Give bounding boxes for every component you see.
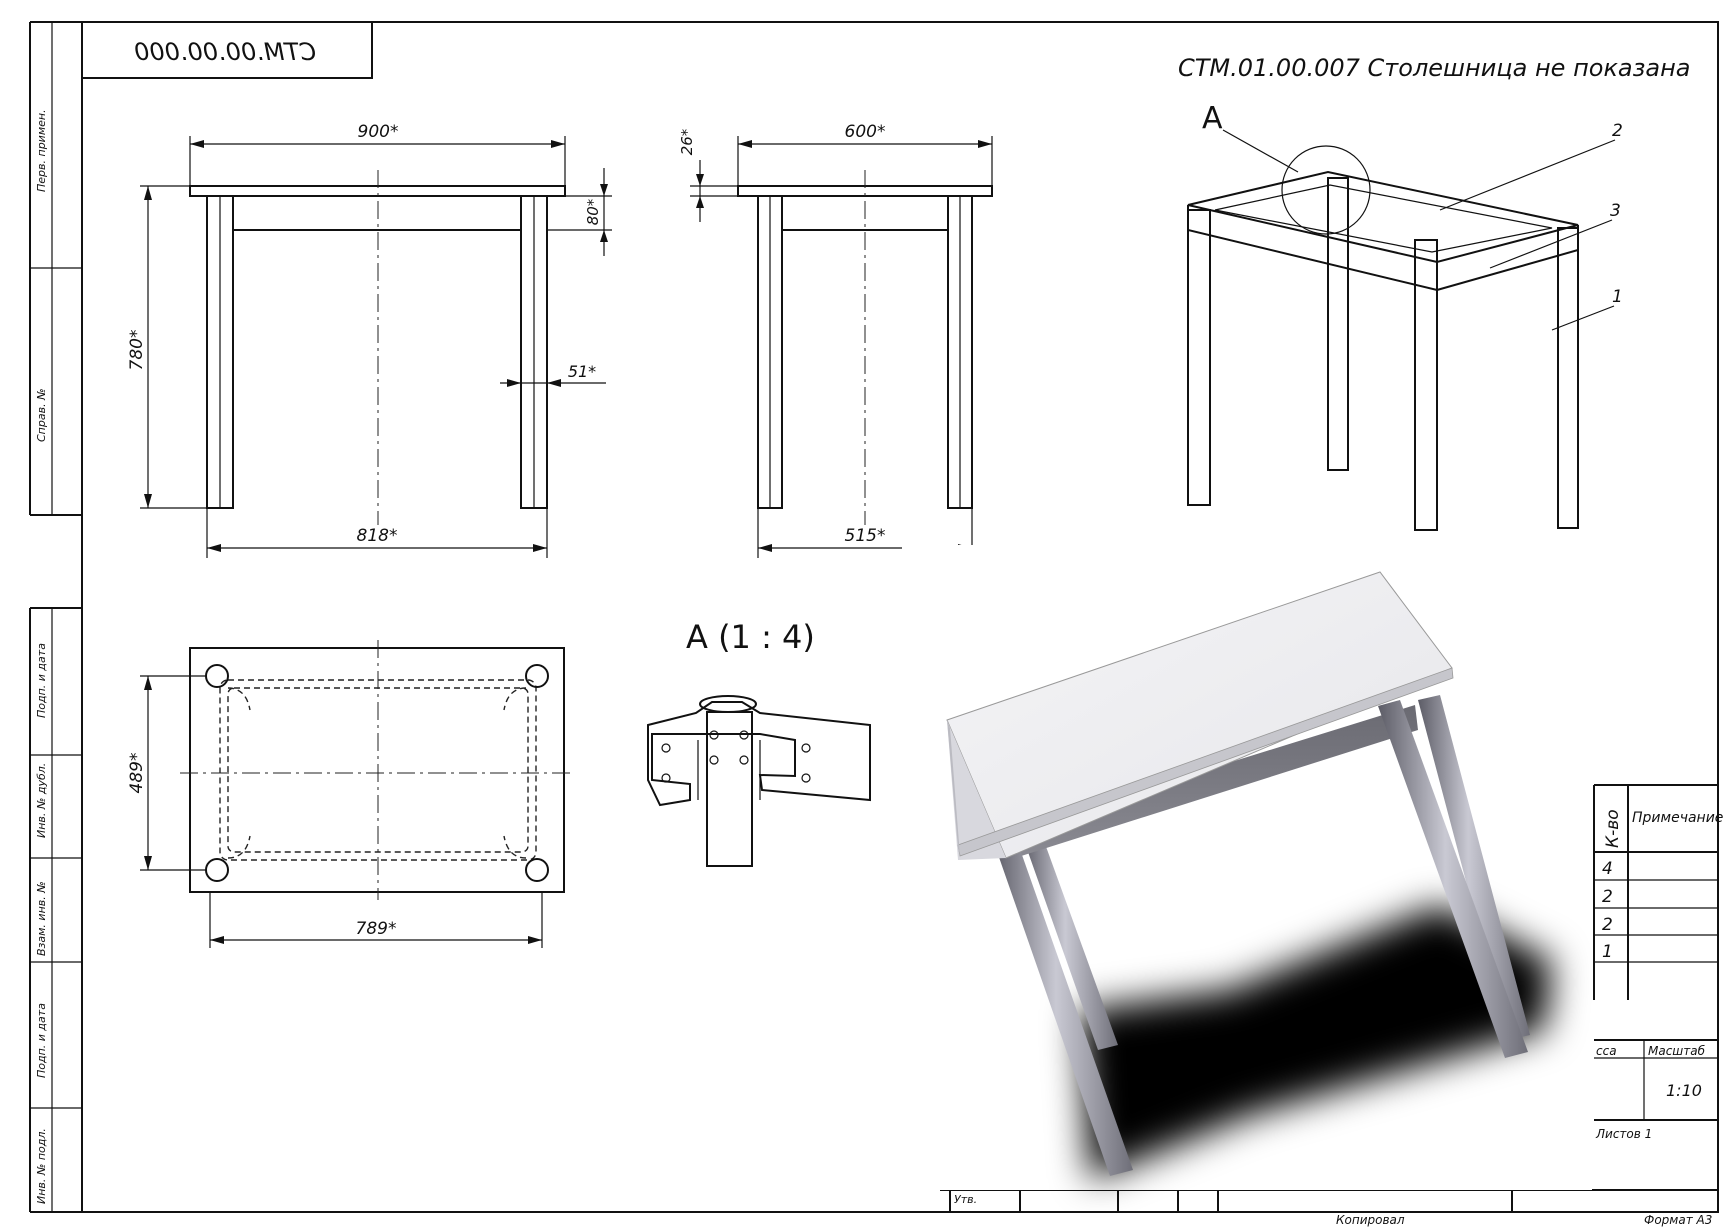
label-sprav-no: Справ. №: [35, 388, 48, 442]
col-note-header: Примечание: [1632, 810, 1723, 826]
title-utv: Утв.: [954, 1193, 977, 1206]
dim-side-width: 600*: [845, 122, 886, 142]
label-inv-podl: Инв. № подл.: [35, 1128, 48, 1204]
title-scale-value: 1:10: [1666, 1081, 1702, 1100]
document-code-mirrored: CTM.00.00.000: [134, 38, 316, 66]
dim-front-apron: 80*: [584, 198, 602, 225]
table-shadow: [1080, 905, 1552, 1180]
isometric-frame: А 2 3 1: [1187, 101, 1623, 531]
position-3: 3: [1610, 201, 1621, 221]
front-view: 900* 780* 80* 51* 818*: [127, 122, 612, 558]
title-listov: Листов 1: [1595, 1127, 1652, 1141]
back-left-leg: [1022, 830, 1118, 1050]
document-title: СТМ.01.00.007 Столешница не показана: [1178, 54, 1691, 82]
position-2: 2: [1612, 121, 1623, 141]
qty-row-1: 4: [1602, 859, 1613, 879]
table-apron: [1012, 705, 1418, 858]
detail-a: А (1 : 4): [647, 618, 871, 867]
dim-front-legs-span: 818*: [357, 526, 398, 546]
title-massa: сса: [1596, 1044, 1617, 1058]
dim-top-depth: 489*: [127, 753, 147, 794]
label-podp-data-1: Подп. и дата: [35, 643, 48, 718]
dim-front-height: 780*: [127, 330, 147, 371]
side-stamp-labels: Перв. примен. Справ. № Подп. и дата Инв.…: [35, 109, 48, 1204]
detail-a-label: А (1 : 4): [686, 618, 815, 656]
title-masshtab-label: Масштаб: [1648, 1044, 1706, 1058]
position-1: 1: [1612, 287, 1623, 307]
front-left-leg: [993, 835, 1133, 1176]
title-format: Формат А3: [1644, 1213, 1712, 1227]
dim-top-width: 789*: [356, 919, 397, 939]
title-kopiroval: Копировал: [1336, 1213, 1405, 1227]
col-qty-header: К-во: [1603, 809, 1623, 848]
dim-front-leg: 51*: [568, 362, 596, 381]
spec-table: К-во Примечание 4 2 2 1: [1593, 784, 1723, 1000]
front-right-leg: [1378, 700, 1528, 1058]
tabletop-side-edge: [947, 720, 960, 856]
label-perv-primen: Перв. примен.: [35, 109, 48, 192]
side-view: 600* 26* 515*: [678, 122, 993, 558]
render-overlay: [902, 545, 1592, 1190]
top-view: 489* 789*: [127, 640, 575, 948]
back-right-leg: [1418, 695, 1530, 1040]
sheet-frame: [29, 21, 1719, 1213]
label-podp-data-2: Подп. и дата: [35, 1003, 48, 1078]
document-code-box: CTM.00.00.000: [81, 21, 373, 79]
tabletop-left-edge: [947, 720, 1006, 860]
isometric-callout-a: А: [1202, 101, 1223, 136]
qty-row-2: 2: [1602, 887, 1613, 907]
qty-row-3: 2: [1602, 915, 1613, 935]
label-vzam-inv: Взам. инв. №: [35, 881, 48, 956]
dim-front-width: 900*: [358, 122, 399, 142]
label-inv-dubl: Инв. № дубл.: [35, 763, 48, 838]
dim-side-top-thickness: 26*: [678, 128, 696, 155]
dim-side-legs-span: 515*: [845, 526, 886, 546]
qty-row-4: 1: [1602, 942, 1613, 962]
